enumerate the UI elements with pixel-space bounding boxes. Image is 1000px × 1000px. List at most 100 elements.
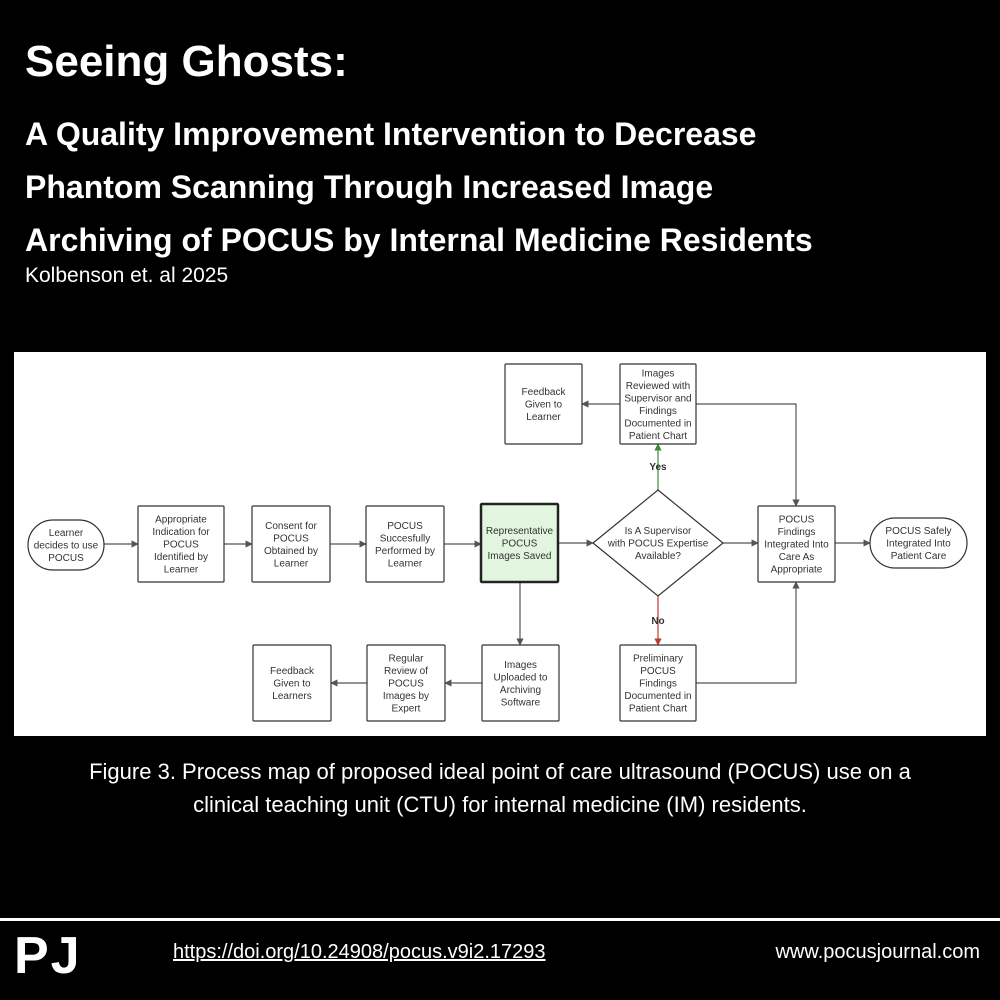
page-title: Seeing Ghosts:	[25, 37, 348, 86]
node-label-line: Reviewed with	[626, 381, 690, 392]
node-label-line: Patient Chart	[629, 704, 688, 715]
subtitle-line: Archiving of POCUS by Internal Medicine …	[25, 222, 813, 258]
node-label-line: Performed by	[375, 546, 435, 557]
node-label-line: POCUS	[387, 521, 423, 532]
node-label-line: POCUS	[502, 539, 538, 550]
terminal-shape	[869, 517, 968, 569]
node-label-line: Feedback	[270, 666, 315, 677]
node-label-line: Findings	[639, 406, 677, 417]
node-label-line: Findings	[639, 679, 677, 690]
node-label-line: Is A Supervisor	[625, 526, 692, 537]
citation: Kolbenson et. al 2025	[25, 264, 229, 287]
journal-logo: PJ	[14, 927, 82, 985]
figure-caption: Figure 3. Process map of proposed ideal …	[20, 755, 980, 821]
node-label-line: Learners	[272, 691, 311, 702]
node-label-line: Images	[642, 368, 675, 379]
node-label-line: Obtained by	[264, 546, 318, 557]
node-label-line: Archiving	[500, 685, 541, 696]
node-label-line: Feedback	[522, 387, 567, 398]
process-box	[619, 644, 697, 722]
no-label: No	[651, 616, 664, 627]
arrow-preliminary-to-integrated	[696, 581, 800, 684]
process-box	[619, 363, 697, 445]
node-label-line: decides to use	[34, 541, 99, 552]
node-label-line: POCUS	[779, 515, 815, 526]
node-label-line: Given to	[525, 400, 563, 411]
subtitle-line: Phantom Scanning Through Increased Image	[25, 169, 714, 205]
node-label-line: Uploaded to	[494, 672, 548, 683]
process-box	[757, 505, 836, 583]
node-label-line: Given to	[273, 679, 311, 690]
node-label-line: Identified by	[154, 552, 208, 563]
node-label-line: Learner	[526, 412, 561, 423]
node-label-line: Succesfully	[380, 533, 431, 544]
node-label-line: Integrated Into	[886, 539, 951, 550]
terminal-shape	[27, 519, 105, 571]
node-label-line: Integrated Into	[764, 540, 829, 551]
node-label-line: Patient Care	[891, 551, 947, 562]
node-label-line: Images	[504, 660, 537, 671]
node-label-line: Available?	[635, 551, 681, 562]
arrow-reviewed-to-integrated	[696, 403, 800, 507]
process-box	[137, 505, 225, 583]
caption-line: Figure 3. Process map of proposed ideal …	[89, 759, 911, 784]
node-label-line: Learner	[388, 558, 423, 569]
node-label-line: POCUS Safely	[885, 526, 951, 537]
node-label-line: Supervisor and	[624, 393, 691, 404]
process-box	[504, 363, 583, 445]
node-label-line: Appropriate	[155, 515, 207, 526]
decision-diamond	[592, 489, 724, 597]
website-text: www.pocusjournal.com	[775, 941, 980, 963]
page-subtitle: A Quality Improvement Intervention to De…	[25, 108, 985, 267]
node-label-line: Care As	[779, 552, 815, 563]
node-label-line: POCUS	[163, 540, 199, 551]
node-label-line: POCUS	[48, 553, 84, 564]
node-label-line: Software	[501, 697, 541, 708]
node-label-line: Indication for	[152, 527, 210, 538]
node-label-line: Patient Chart	[629, 431, 688, 442]
node-label-line: Learner	[274, 558, 309, 569]
node-label-line: Learner	[49, 528, 84, 539]
node-label-line: Review of	[384, 666, 428, 677]
process-box	[252, 644, 332, 722]
node-label-line: Images Saved	[488, 551, 552, 562]
process-box	[251, 505, 331, 583]
yes-label: Yes	[649, 462, 667, 473]
node-label-line: Learner	[164, 565, 199, 576]
doi-link[interactable]: https://doi.org/10.24908/pocus.v9i2.1729…	[173, 941, 546, 963]
subtitle-line: A Quality Improvement Intervention to De…	[25, 116, 757, 152]
footer-divider	[0, 918, 1000, 921]
process-box	[366, 644, 446, 722]
node-label-line: Preliminary	[633, 654, 683, 665]
node-label-line: POCUS	[273, 533, 309, 544]
node-label-line: Representative	[486, 526, 554, 537]
node-label-line: Expert	[392, 704, 421, 715]
process-box	[365, 505, 445, 583]
node-label-line: Documented in	[624, 418, 691, 429]
node-label-line: Images by	[383, 691, 429, 702]
node-label-line: Consent for	[265, 521, 317, 532]
node-label-line: Appropriate	[771, 565, 823, 576]
node-label-line: Regular	[388, 654, 424, 665]
process-box	[479, 502, 560, 584]
node-label-line: POCUS	[640, 666, 676, 677]
process-box	[481, 644, 560, 722]
node-label-line: POCUS	[388, 679, 424, 690]
caption-line: clinical teaching unit (CTU) for interna…	[193, 792, 807, 817]
